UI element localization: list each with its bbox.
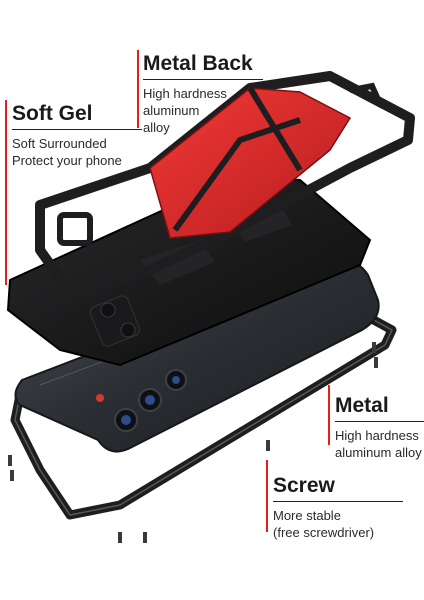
screw-icon [118, 532, 122, 543]
metal-back-callout: Metal Back High hardness aluminum alloy [143, 52, 263, 136]
screw-line-1: More stable [273, 508, 341, 523]
screw-callout: Screw More stable (free screwdriver) [273, 474, 403, 541]
metal-connector [328, 385, 330, 445]
metal-line-1: High hardness [335, 428, 419, 443]
screw-icon [8, 455, 12, 466]
soft-gel-line-2: Protect your phone [12, 153, 122, 168]
metal-back-connector [137, 50, 139, 128]
metal-back-divider [143, 79, 263, 80]
metal-back-frame [35, 71, 415, 300]
screw-line-2: (free screwdriver) [273, 525, 375, 540]
soft-gel-divider [12, 129, 142, 130]
camera-flash [96, 394, 104, 402]
soft-gel-connector [5, 100, 7, 285]
screw-icon [374, 357, 378, 368]
screw-connector [266, 460, 268, 532]
metal-back-line-1: High hardness [143, 86, 227, 101]
soft-gel-line-1: Soft Surrounded [12, 136, 107, 151]
screw-icon [10, 470, 14, 481]
screws [8, 342, 378, 543]
soft-gel-title: Soft Gel [12, 102, 93, 125]
metal-divider [335, 421, 424, 422]
metal-back-line-2: aluminum [143, 103, 200, 118]
metal-callout: Metal High hardness aluminum alloy [335, 394, 424, 461]
screw-icon [372, 342, 376, 353]
metal-back-title: Metal Back [143, 52, 253, 75]
metal-title: Metal [335, 394, 389, 417]
screw-icon [143, 532, 147, 543]
bottom-metal-frame [10, 313, 397, 520]
screw-divider [273, 501, 403, 502]
metal-back-line-3: alloy [143, 120, 170, 135]
screw-icon [266, 440, 270, 451]
metal-line-2: aluminum alloy [335, 445, 422, 460]
screw-title: Screw [273, 474, 335, 497]
soft-gel-callout: Soft Gel Soft Surrounded Protect your ph… [12, 102, 142, 169]
